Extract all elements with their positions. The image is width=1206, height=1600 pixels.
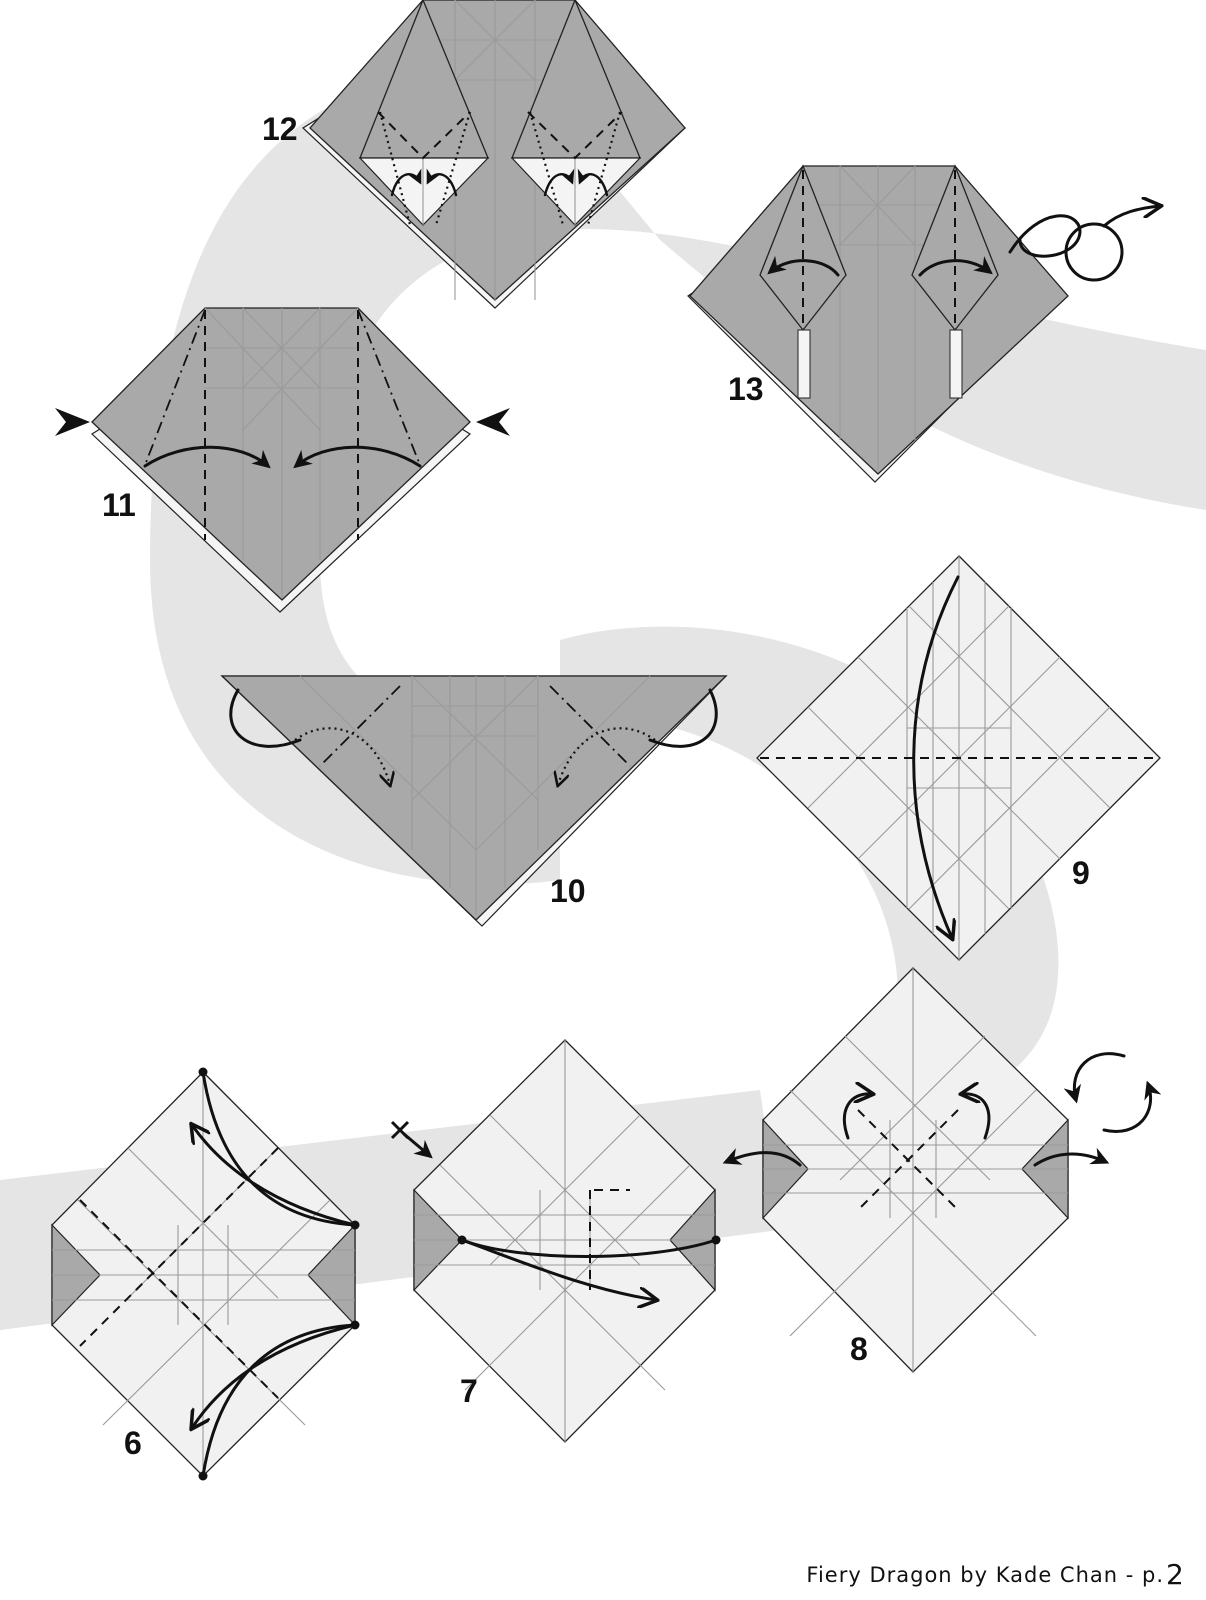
step-8-diagram <box>722 967 1162 1373</box>
footer-page-number: 2 <box>1166 1558 1184 1591</box>
step-7-number: 7 <box>460 1373 478 1409</box>
push-arrow-icon <box>55 408 90 436</box>
step-10-number: 10 <box>550 873 586 909</box>
x-ray-reference-icon <box>390 1120 433 1159</box>
rotate-icon <box>1063 1052 1162 1133</box>
step-11-number: 11 <box>102 487 136 523</box>
step-8-number: 8 <box>850 1331 868 1367</box>
step-9-diagram <box>756 555 1161 961</box>
turn-over-icon <box>1008 206 1160 282</box>
step-9-number: 9 <box>1072 855 1090 891</box>
step-12-diagram <box>302 0 686 309</box>
step-7-diagram <box>390 1039 721 1443</box>
push-arrow-icon <box>476 408 510 436</box>
step-6-diagram <box>51 1067 360 1481</box>
step-13-number: 13 <box>728 371 764 407</box>
step-11-diagram <box>55 307 510 613</box>
step-13-diagram <box>687 164 1160 483</box>
step-10-diagram <box>220 675 728 927</box>
footer-title: Fiery Dragon by Kade Chan - p. <box>806 1563 1164 1587</box>
step-12-number: 12 <box>262 111 298 147</box>
step-6-number: 6 <box>124 1425 142 1461</box>
